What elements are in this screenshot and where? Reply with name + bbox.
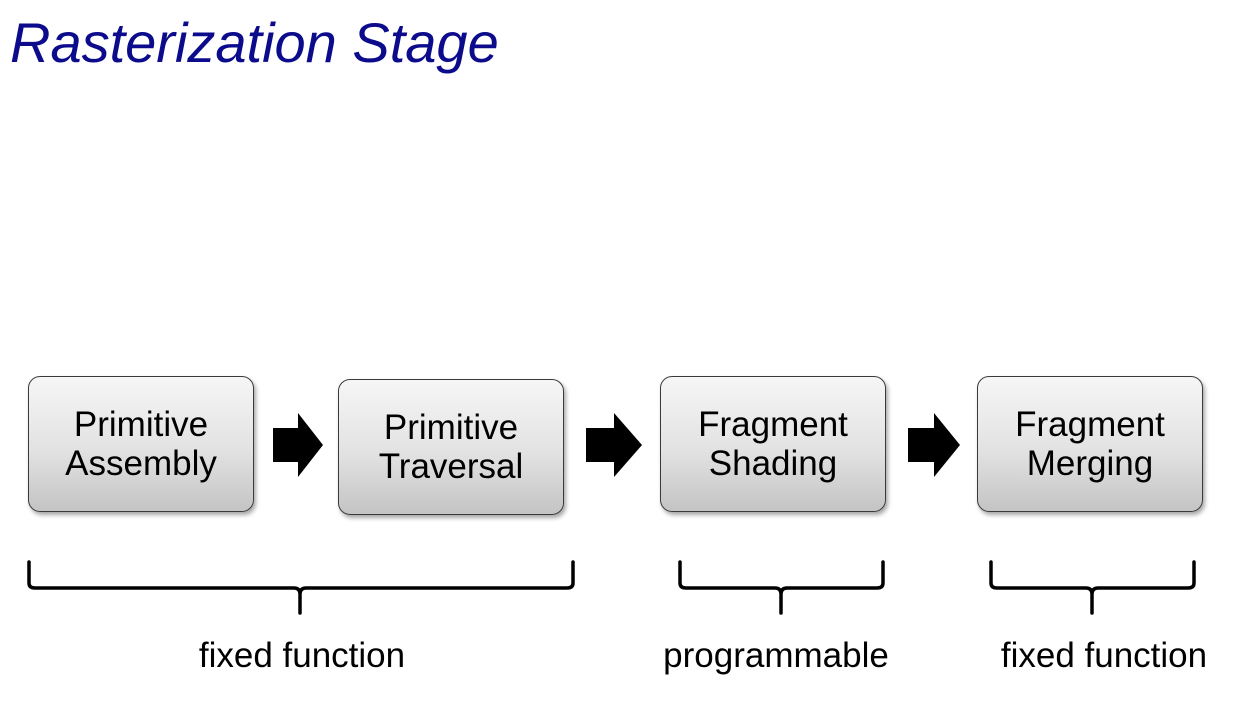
flow-arrow-1 — [273, 413, 323, 477]
bracket-fixed-function-left — [27, 560, 575, 615]
stage-label-fragment-shading: Fragment Shading — [698, 405, 848, 483]
stage-box-fragment-shading: Fragment Shading — [660, 376, 886, 512]
group-label-programmable: programmable — [663, 636, 889, 675]
stage-label-primitive-assembly: Primitive Assembly — [65, 405, 217, 483]
slide-title: Rasterization Stage — [10, 11, 499, 74]
group-label-fixed-function-right: fixed function — [1000, 636, 1208, 675]
flow-arrow-2 — [586, 413, 642, 477]
stage-box-primitive-assembly: Primitive Assembly — [28, 376, 254, 512]
stage-label-primitive-traversal: Primitive Traversal — [378, 408, 524, 486]
bracket-programmable — [678, 560, 885, 615]
stage-label-fragment-merging: Fragment Merging — [1015, 405, 1165, 483]
group-label-fixed-function-left: fixed function — [198, 636, 406, 675]
bracket-fixed-function-right — [989, 560, 1196, 615]
stage-box-primitive-traversal: Primitive Traversal — [338, 379, 564, 515]
stage-box-fragment-merging: Fragment Merging — [977, 376, 1203, 512]
flow-arrow-3 — [908, 413, 960, 477]
